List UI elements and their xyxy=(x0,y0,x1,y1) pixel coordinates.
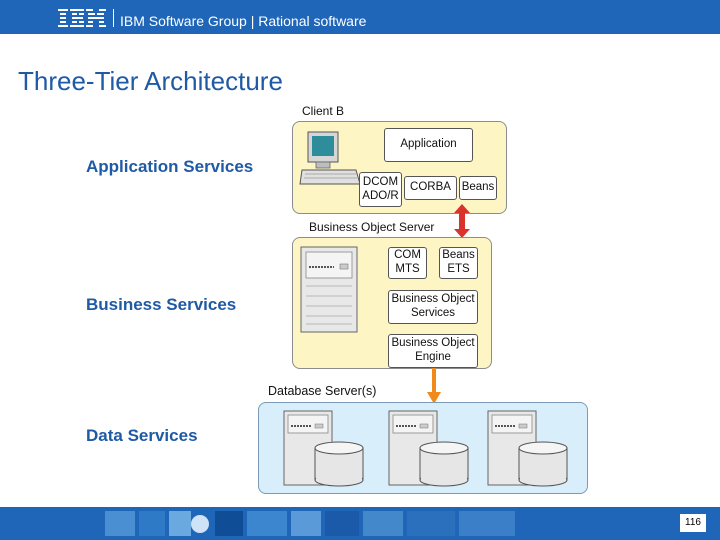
ibm-logo xyxy=(58,9,106,27)
database-icon xyxy=(419,441,469,487)
bo-services-line1: Business Object xyxy=(391,293,475,306)
com-label: COM xyxy=(394,249,421,262)
ado-r-label: ADO/R xyxy=(362,189,399,202)
database-server-3 xyxy=(487,410,568,487)
business-services-label: Business Services xyxy=(86,295,237,314)
beans-component: Beans xyxy=(459,176,497,200)
database-server-2 xyxy=(388,410,469,487)
dcom-ado-component: DCOM ADO/R xyxy=(359,172,402,207)
server-database-arrow xyxy=(427,368,441,404)
bo-engine-component: Business Object Engine xyxy=(388,334,478,368)
header-separator xyxy=(113,9,114,27)
mts-label: MTS xyxy=(395,263,420,275)
client-server-arrow xyxy=(454,204,470,238)
data-services-label: Data Services xyxy=(86,426,198,445)
database-server-1 xyxy=(283,410,364,487)
com-mts-component: COM MTS xyxy=(388,247,427,279)
slide-title: Three-Tier Architecture xyxy=(18,66,283,96)
database-label: Database Server(s) xyxy=(268,384,377,398)
page-number: 116 xyxy=(680,514,706,532)
database-icon xyxy=(518,441,568,487)
dcom-label: DCOM xyxy=(362,175,399,188)
bo-services-component: Business Object Services xyxy=(388,290,478,324)
header-bar xyxy=(0,0,720,34)
beans-ets-component: Beans ETS xyxy=(439,247,478,279)
database-icon xyxy=(314,441,364,487)
footer-decoration xyxy=(95,507,525,540)
application-services-label: Application Services xyxy=(86,157,254,176)
business-server-label: Business Object Server xyxy=(309,220,435,234)
header-title: IBM Software Group | Rational software xyxy=(120,13,367,29)
ets-label: ETS xyxy=(447,263,470,275)
server-icon xyxy=(300,246,358,333)
computer-icon xyxy=(299,131,361,185)
corba-component: CORBA xyxy=(404,176,457,200)
bo-engine-line2: Engine xyxy=(415,351,451,363)
application-component: Application xyxy=(384,128,473,162)
beans-label: Beans xyxy=(442,249,475,262)
bo-engine-line1: Business Object xyxy=(391,337,475,350)
bo-services-line2: Services xyxy=(410,307,456,319)
client-label: Client B xyxy=(302,104,345,118)
